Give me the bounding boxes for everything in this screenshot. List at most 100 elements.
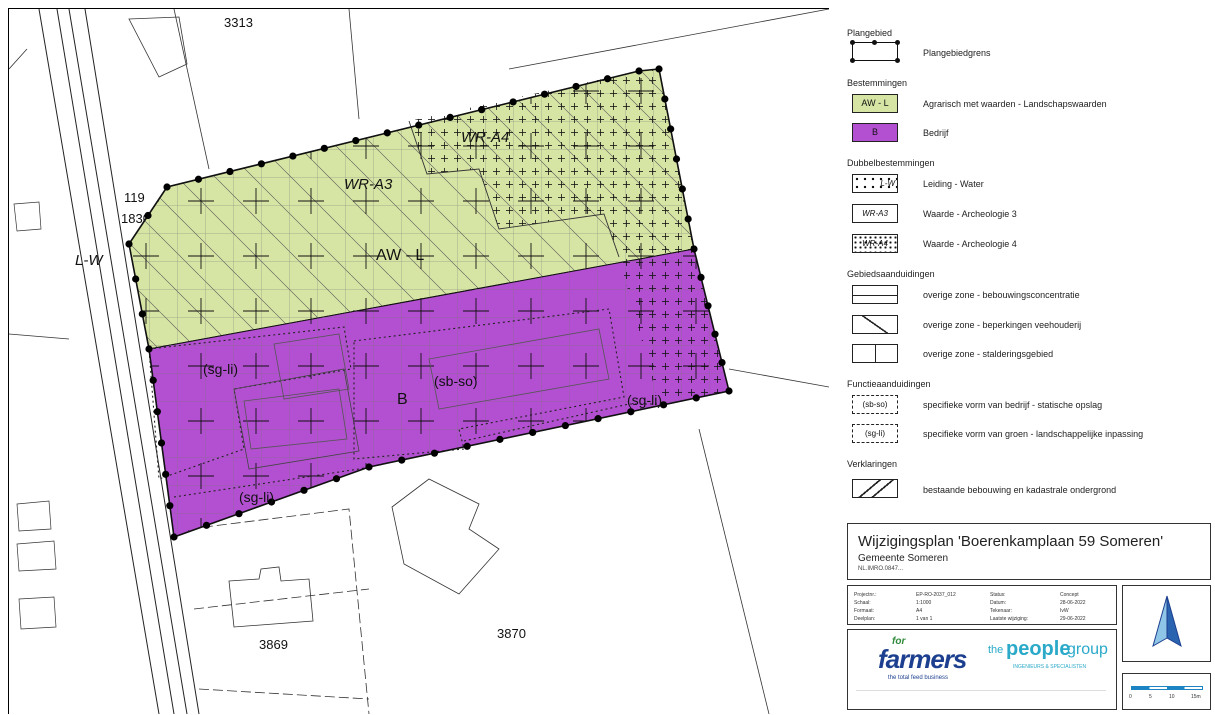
north-arrow-box [1122,585,1211,662]
legend-symbol-wr-a4: WR-A4 [852,234,898,253]
municipality-name: Gemeente Someren [858,553,949,564]
plan-boundary-dot [125,240,133,248]
plan-boundary-dot [157,439,166,447]
plan-boundary-dot [446,113,454,121]
info2-val-2: IvW [1060,608,1069,614]
plan-boundary-dot [149,376,157,384]
legend-symbol-bebouwingsconcentratie [852,285,898,304]
map-panel[interactable]: 3313 3869 3870 119 1830 [8,8,829,714]
scale-tick-5: 5 [1149,694,1152,700]
label-b: B [397,391,408,408]
plan-boundary-dot [430,449,439,457]
legend-section-gebied: Gebiedsaanduidingen [847,269,935,279]
plan-boundary-dot [332,475,341,483]
scale-tick-0: 0 [1129,694,1132,700]
plan-boundary-dot [697,273,705,281]
label-sg-li-2: (sg-li) [239,489,274,505]
plan-boundary [125,65,733,541]
plan-title: Wijzigingsplan 'Boerenkamplaan 59 Somere… [858,533,1164,550]
logo2-people: people [1006,638,1071,660]
plan-boundary-dot [684,215,692,223]
info-key-1: Schaal: [854,600,871,606]
plan-boundary-dot [711,330,719,338]
legend-symbol-sb-so: (sb-so) [852,395,898,414]
plan-boundary-dot [145,345,153,353]
plan-boundary-dot [463,442,471,450]
label-l-w: L-W [75,252,104,269]
legend-label-b: Bedrijf [923,128,949,138]
plan-boundary-dot [496,435,504,443]
logo-box: for farmers the total feed business the … [847,629,1117,710]
plan-boundary-dot [655,65,663,73]
plan-boundary-dot [603,75,612,83]
plan-boundary-dot [300,486,308,494]
legend-label-stalderingsgebied: overige zone - stalderingsgebied [923,349,1054,359]
label-sb-so: (sb-so) [434,373,478,389]
plan-boundary-dot [166,502,174,510]
scale-tick-10: 10 [1169,694,1175,700]
plan-boundary-dot [257,160,265,168]
plan-boundary-dot [398,456,406,464]
plan-boundary-dot [138,310,146,318]
contact-footer [856,690,1106,705]
zone-agrarisch[interactable] [128,68,695,350]
title-block: Wijzigingsplan 'Boerenkamplaan 59 Somere… [847,523,1211,710]
info2-val-3: 29-06-2022 [1060,616,1086,622]
legend-symbol-stalderingsgebied [852,344,898,363]
scalebar [1131,686,1203,690]
plan-boundary-dot [509,98,517,106]
map-canvas[interactable]: 3313 3869 3870 119 1830 [9,9,829,714]
house-number-label: 119 [124,190,145,205]
label-wr-a4: WR-A4 [461,129,509,146]
legend-label-bebouwingsconcentratie: overige zone - bebouwingsconcentratie [923,290,1080,300]
info-val-1: 1:1000 [916,600,932,606]
info-val-2: A4 [916,608,923,614]
plan-boundary-dot [529,428,537,437]
plan-boundary-dot [144,211,152,220]
plan-boundary-dot [659,401,668,409]
legend-label-plangebiedgrens: Plangebiedgrens [923,48,991,58]
parcel-label-3313: 3313 [224,15,253,30]
plan-boundary-dot [267,498,276,506]
plan-boundary-dot [627,408,635,416]
scale-tick-15: 15m [1191,694,1201,700]
info-val-3: 1 van 1 [916,616,933,622]
plan-boundary-dot [594,415,602,423]
legend-symbol-aw-l: AW - L [852,94,898,113]
legend-symbol-sg-li: (sg-li) [852,424,898,443]
plan-boundary-dot [572,82,580,91]
logo2-group: group [1067,641,1108,658]
plan-boundary-dot [692,394,700,402]
legend-symbol-wr-a3: WR-A3 [852,204,898,223]
legend-label-bebouwing: bestaande bebouwing en kadastrale onderg… [923,485,1117,495]
legend-label-wr-a4: Waarde - Archeologie 4 [923,239,1017,249]
plan-boundary-dot [635,67,643,75]
info-key-3: Deelplan: [854,616,876,622]
plan-boundary-dot [478,106,486,114]
info-key-2: Formaat: [854,608,875,614]
plan-boundary-dot [352,137,360,145]
plan-boundary-dot [661,95,669,103]
info-key-0: Projectnr.: [854,592,877,598]
north-arrow-icon [1152,595,1182,648]
legend-label-beperkingen-veehouderij: overige zone - beperkingen veehouderij [923,320,1082,330]
info2-key-1: Datum: [990,600,1007,606]
plan-id: NL.IMRO.0847... [858,566,904,572]
plan-boundary-dot [667,125,675,133]
plan-boundary-dot [672,155,681,163]
plan-boundary-dot [561,421,569,430]
parcel-label-3869: 3869 [259,637,288,652]
plan-boundary-dot [153,408,161,416]
legend-label-sg-li: specifieke vorm van groen - landschappel… [923,429,1144,439]
info2-key-2: Tekenaar: [990,608,1012,614]
logo2-the: the [988,644,1004,656]
legend-symbol-l-w: L-W [852,174,898,193]
legend-section-functie: Functieaanduidingen [847,379,931,389]
label-sg-li-3: (sg-li) [627,392,662,408]
plan-boundary-dot [194,175,203,183]
info-val-0: EP-RO-2037_012 [916,592,956,598]
plan-boundary-dot [690,245,698,253]
zone-bedrijf[interactable] [148,248,730,538]
plan-boundary-dot [725,387,733,395]
